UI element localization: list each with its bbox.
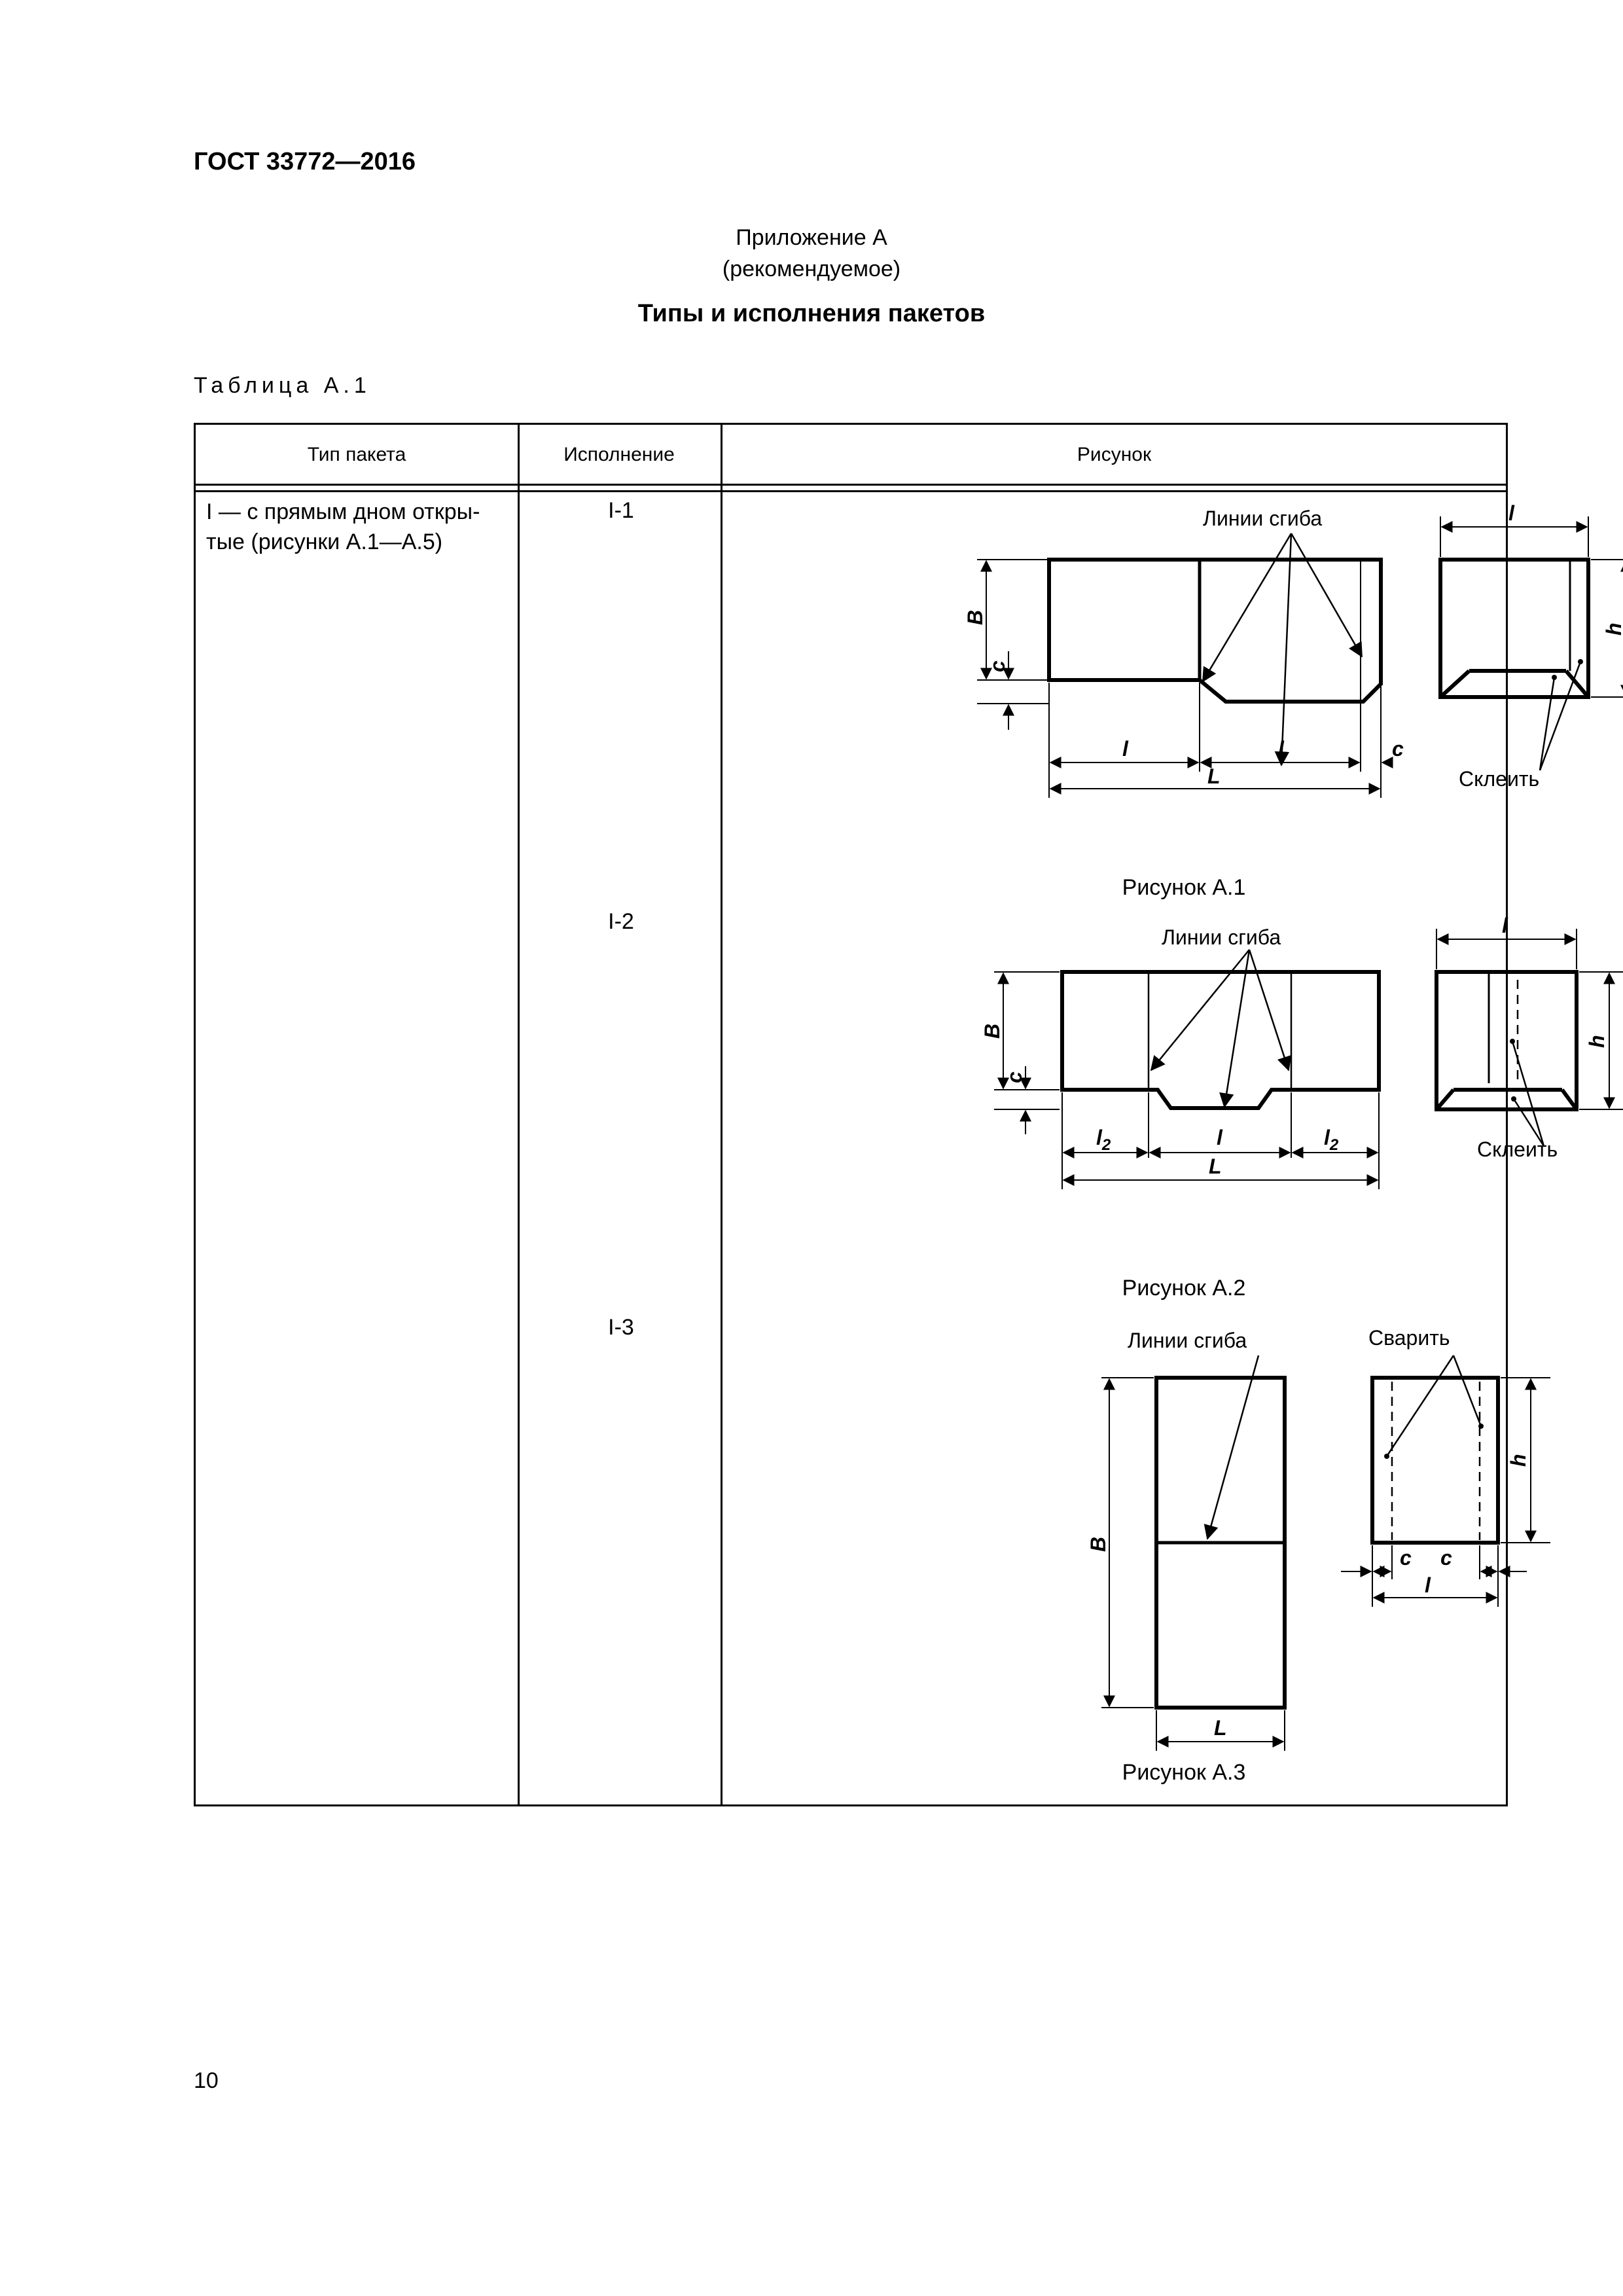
packet-type-line1: I — с прямым дном откры-	[206, 499, 480, 524]
dim-c-label: c	[1003, 1071, 1026, 1083]
dim-l2-label: l2	[1096, 1126, 1111, 1154]
dim-l-label: l	[1278, 737, 1285, 761]
glue-label: Склеить	[1477, 1138, 1558, 1161]
fold-lines-label: Линии сгиба	[1128, 1329, 1247, 1352]
standard-header: ГОСТ 33772—2016	[194, 148, 416, 175]
column-divider	[518, 425, 520, 1804]
figure-a2-caption: Рисунок А.2	[1122, 1276, 1246, 1300]
dim-L-label: L	[1209, 1155, 1222, 1178]
dim-l-label: l	[1425, 1573, 1431, 1597]
dim-l2-label: l2	[1324, 1126, 1339, 1154]
dim-L-label: L	[1214, 1716, 1227, 1740]
fold-lines-label: Линии сгиба	[1203, 507, 1322, 530]
page-number: 10	[194, 2068, 219, 2093]
dim-l-label: l	[1122, 737, 1129, 761]
appendix-heading: Типы и исполнения пакетов	[637, 300, 986, 327]
fold-lines-label: Линии сгиба	[1162, 925, 1281, 949]
packet-types-table: Тип пакета Исполнение Рисунок I — с прям…	[194, 423, 1623, 1806]
figure-a1-caption: Рисунок А.1	[1122, 875, 1246, 900]
dim-h-label: h	[1507, 1454, 1530, 1467]
figure-a2-drawing: Линии сгиба Склеить B c l2 l l2 L l h	[761, 909, 1623, 1263]
dim-B-label: B	[980, 1024, 1004, 1039]
figure-a3-drawing: Линии сгиба Сварить B L h c c l	[761, 1315, 1550, 1751]
header-divider	[196, 484, 1506, 486]
dim-B-label: B	[1086, 1537, 1110, 1552]
figure-a3-caption: Рисунок А.3	[1122, 1760, 1246, 1785]
dim-l-label: l	[1217, 1126, 1223, 1149]
appendix-title: Приложение А	[736, 225, 887, 250]
dim-B-label: B	[963, 610, 987, 625]
column-header-figure: Рисунок	[1077, 444, 1152, 465]
dim-c-label: c	[1440, 1546, 1452, 1570]
dim-h-label: h	[1602, 622, 1623, 636]
column-header-type: Тип пакета	[307, 444, 406, 465]
header-divider	[196, 490, 1506, 492]
dim-l-label: l	[1508, 501, 1515, 525]
variant-i2: I-2	[608, 909, 634, 934]
table-caption: Таблица А.1	[194, 373, 371, 398]
dim-c-label: c	[1392, 737, 1404, 761]
glue-label: Склеить	[1459, 767, 1539, 791]
dim-l-label: l	[1502, 914, 1508, 937]
figure-a1-drawing: Линии сгиба Склеить B c l l c L l h	[761, 497, 1623, 876]
appendix-subtitle: (рекомендуемое)	[722, 257, 901, 281]
variant-i1: I-1	[608, 498, 634, 523]
column-divider	[721, 425, 722, 1804]
dim-c-label: c	[986, 660, 1009, 672]
dim-h-label: h	[1585, 1035, 1609, 1048]
column-header-variant: Исполнение	[563, 444, 675, 465]
packet-type-line2: тые (рисунки А.1—А.5)	[206, 529, 443, 554]
dim-c-label: c	[1400, 1546, 1412, 1570]
variant-i3: I-3	[608, 1315, 634, 1340]
weld-label: Сварить	[1368, 1326, 1450, 1350]
dim-L-label: L	[1207, 764, 1221, 788]
